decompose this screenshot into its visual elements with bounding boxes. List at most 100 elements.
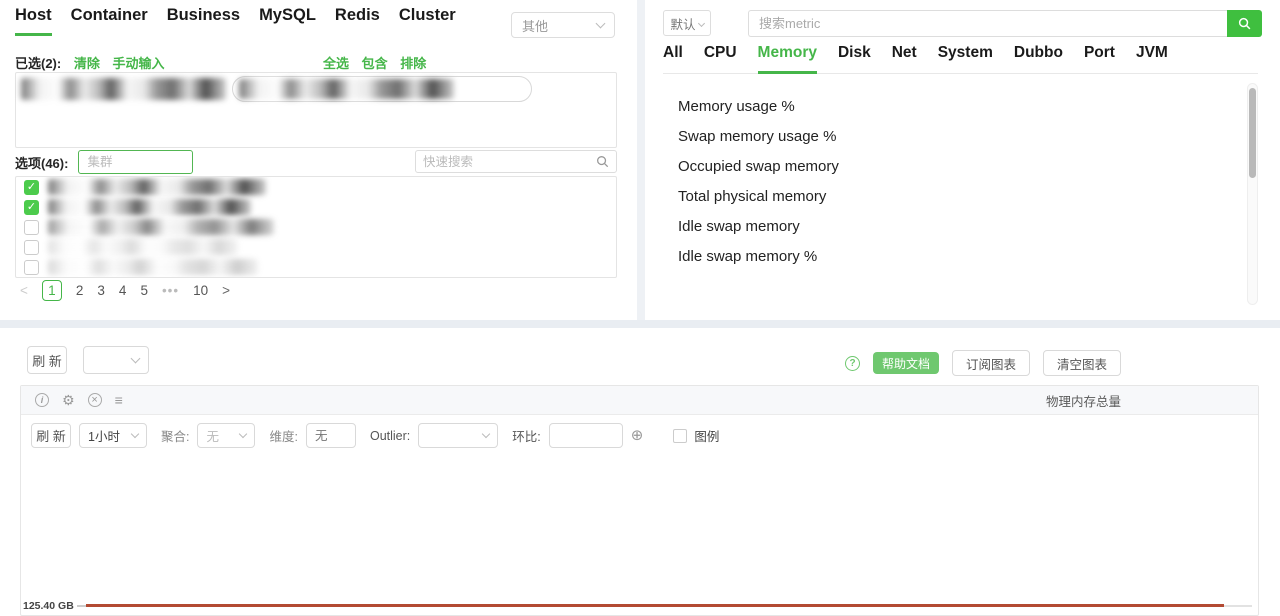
pagination-page-2[interactable]: 2: [75, 283, 84, 298]
metric-search-input[interactable]: [748, 10, 1227, 37]
host-option-row[interactable]: [16, 237, 616, 257]
search-icon: [597, 156, 609, 168]
host-option-row[interactable]: [16, 197, 616, 217]
series-line-tail: [1224, 605, 1252, 607]
pagination-page-5[interactable]: 5: [140, 283, 148, 298]
tab-cpu[interactable]: CPU: [703, 44, 737, 61]
checkbox-unchecked[interactable]: [24, 219, 39, 235]
redacted-host-name: [48, 259, 258, 275]
time-range-value: 1小时: [88, 430, 120, 444]
tab-memory[interactable]: Memory: [757, 44, 817, 74]
redacted-host-name: [48, 179, 266, 195]
checkbox-checked[interactable]: [24, 199, 39, 215]
quick-search-input[interactable]: [423, 154, 596, 169]
outlier-dropdown[interactable]: [418, 423, 499, 448]
tab-redis[interactable]: Redis: [334, 6, 380, 24]
scrollbar-track[interactable]: [1247, 83, 1258, 305]
options-count-label: 选项(46):: [15, 155, 69, 171]
host-options-list: [15, 176, 617, 278]
tab-mysql[interactable]: MySQL: [259, 6, 316, 24]
pagination: < 1 2 3 4 5 ••• 10 >: [20, 280, 230, 301]
panel-divider: [637, 0, 645, 320]
metric-item[interactable]: Idle swap memory %: [678, 248, 818, 265]
tab-disk[interactable]: Disk: [837, 44, 871, 61]
redacted-host-tag[interactable]: [232, 76, 532, 102]
pagination-next[interactable]: >: [222, 283, 231, 298]
plus-circle-icon[interactable]: [631, 428, 644, 443]
chart-plot-area[interactable]: 125.40 GB: [21, 454, 1258, 616]
chart-panel: 物理内存总量 刷 新 1小时 聚合: 无 维度: Outlier:: [20, 385, 1259, 616]
redacted-host-name: [48, 239, 238, 255]
y-axis-tick-label: 125.40 GB: [23, 600, 74, 612]
checkbox-checked[interactable]: [24, 179, 39, 195]
pagination-page-4[interactable]: 4: [118, 283, 127, 298]
chart-header: 物理内存总量: [21, 386, 1258, 415]
more-tabs-dropdown[interactable]: 其他: [511, 12, 615, 38]
ratio-label: 环比:: [512, 430, 541, 444]
tab-host[interactable]: Host: [15, 6, 52, 36]
metric-item[interactable]: Swap memory usage %: [678, 128, 837, 145]
dimension-label: 维度:: [269, 430, 298, 444]
close-icon[interactable]: [87, 393, 102, 407]
metric-item[interactable]: Idle swap memory: [678, 218, 800, 235]
metric-item[interactable]: Occupied swap memory: [678, 158, 839, 175]
tab-port[interactable]: Port: [1083, 44, 1115, 61]
aggregate-dropdown[interactable]: 无: [197, 423, 256, 448]
chart-title: 物理内存总量: [1045, 394, 1121, 409]
chevron-down-icon: [130, 353, 141, 363]
gear-icon[interactable]: [62, 393, 75, 407]
list-icon[interactable]: [115, 393, 123, 407]
exclude-link[interactable]: 排除: [400, 56, 427, 71]
checkbox-unchecked[interactable]: [24, 239, 39, 255]
tab-container[interactable]: Container: [70, 6, 148, 24]
tab-all[interactable]: All: [663, 44, 683, 61]
dimension-input[interactable]: [305, 423, 356, 448]
metric-item[interactable]: Memory usage %: [678, 98, 795, 115]
help-question-icon[interactable]: [845, 355, 860, 371]
options-controls-row: 选项(46):: [15, 150, 617, 174]
clear-charts-button[interactable]: 清空图表: [1043, 350, 1122, 376]
select-all-link[interactable]: 全选: [323, 56, 350, 71]
section-divider: [0, 320, 1280, 328]
help-doc-button[interactable]: 帮助文档: [873, 352, 940, 374]
pagination-prev[interactable]: <: [20, 283, 28, 298]
chevron-down-icon: [239, 429, 248, 438]
include-link[interactable]: 包含: [361, 56, 388, 71]
pagination-page-10[interactable]: 10: [193, 283, 209, 298]
preset-dropdown[interactable]: 默认: [663, 10, 711, 36]
redacted-host-tag[interactable]: [21, 78, 226, 100]
metric-picker-panel: 默认 All CPU Memory Disk Net System: [645, 0, 1280, 320]
legend-label: 图例: [694, 430, 720, 444]
checkbox-unchecked[interactable]: [24, 259, 39, 275]
empty-dropdown[interactable]: [83, 346, 149, 374]
info-icon[interactable]: [35, 393, 49, 407]
cluster-filter-input[interactable]: [78, 150, 194, 174]
ratio-input[interactable]: [548, 423, 623, 448]
chart-refresh-button[interactable]: 刷 新: [31, 423, 71, 448]
tab-jvm[interactable]: JVM: [1135, 44, 1168, 61]
host-option-row[interactable]: [16, 177, 616, 197]
legend-checkbox[interactable]: [673, 428, 688, 443]
refresh-button[interactable]: 刷 新: [27, 346, 67, 374]
tab-net[interactable]: Net: [891, 44, 917, 61]
metric-item[interactable]: Total physical memory: [678, 188, 827, 205]
tab-business[interactable]: Business: [166, 6, 241, 24]
pagination-ellipsis[interactable]: •••: [161, 283, 180, 298]
clear-selection-link[interactable]: 清除: [73, 56, 100, 71]
quick-search-box: [415, 150, 617, 173]
manual-input-link[interactable]: 手动输入: [112, 56, 165, 71]
time-range-dropdown[interactable]: 1小时: [79, 423, 147, 448]
tab-dubbo[interactable]: Dubbo: [1013, 44, 1063, 61]
metric-search-button[interactable]: [1227, 10, 1262, 37]
tab-cluster[interactable]: Cluster: [398, 6, 456, 24]
subscribe-charts-button[interactable]: 订阅图表: [952, 350, 1031, 376]
host-option-row[interactable]: [16, 257, 616, 277]
aggregate-label: 聚合:: [161, 430, 190, 444]
tab-system[interactable]: System: [937, 44, 993, 61]
host-selector-panel: Host Container Business MySQL Redis Clus…: [0, 0, 637, 320]
host-option-row[interactable]: [16, 217, 616, 237]
redacted-host-name: [48, 199, 251, 215]
scrollbar-thumb[interactable]: [1249, 88, 1256, 178]
pagination-page-3[interactable]: 3: [97, 283, 105, 298]
pagination-page-1-current[interactable]: 1: [41, 280, 62, 301]
